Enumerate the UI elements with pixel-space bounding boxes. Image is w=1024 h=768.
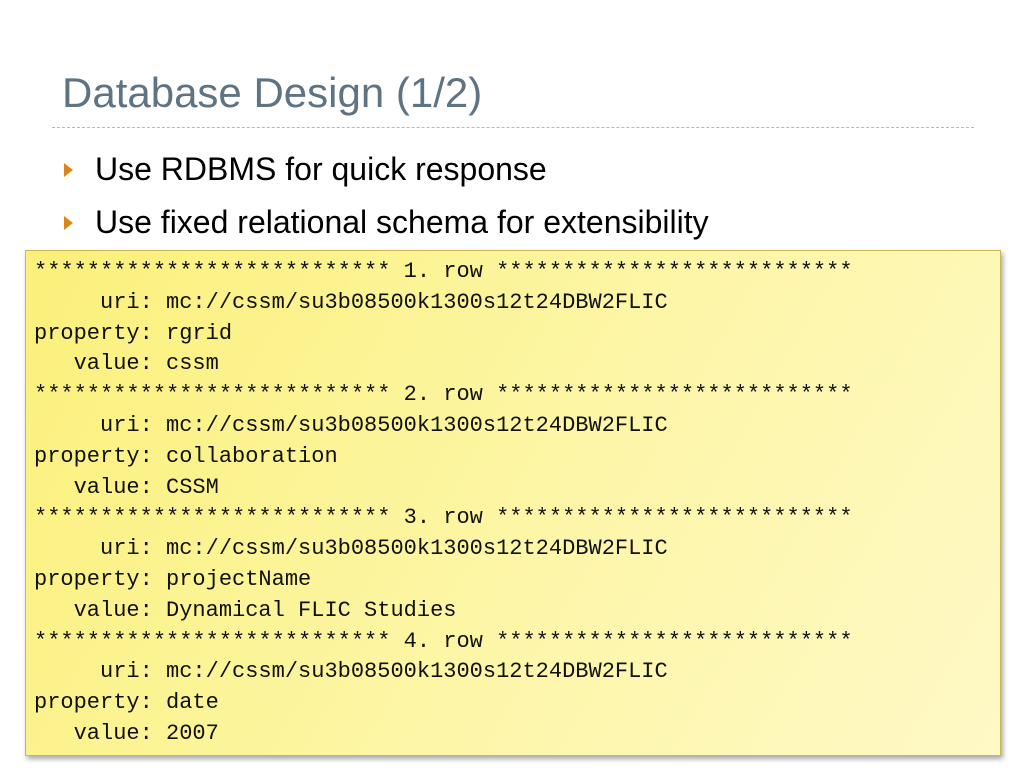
code-line: value: 2007 [34, 720, 219, 746]
triangle-right-icon [64, 215, 73, 230]
code-line: uri: mc://cssm/su3b08500k1300s12t24DBW2F… [34, 412, 668, 438]
code-line: property: collaboration [34, 443, 338, 469]
bullet-item: Use RDBMS for quick response [62, 143, 709, 196]
triangle-right-icon [64, 162, 73, 177]
code-line: uri: mc://cssm/su3b08500k1300s12t24DBW2F… [34, 659, 668, 685]
slide-title: Database Design (1/2) [62, 69, 483, 116]
code-line: *************************** 4. row *****… [34, 628, 853, 654]
code-line: *************************** 2. row *****… [34, 382, 853, 408]
bullet-list: Use RDBMS for quick response Use fixed r… [62, 143, 709, 249]
code-line: *************************** 3. row *****… [34, 505, 853, 531]
query-output-box: *************************** 1. row *****… [25, 250, 1001, 756]
code-line: value: Dynamical FLIC Studies [34, 597, 457, 623]
bullet-text: Use RDBMS for quick response [95, 151, 547, 187]
code-line: value: CSSM [34, 474, 219, 500]
code-line: uri: mc://cssm/su3b08500k1300s12t24DBW2F… [34, 536, 668, 562]
code-line: uri: mc://cssm/su3b08500k1300s12t24DBW2F… [34, 289, 668, 315]
bullet-text: Use fixed relational schema for extensib… [95, 204, 709, 240]
query-output-lines: *************************** 1. row *****… [34, 257, 853, 750]
code-line: *************************** 1. row *****… [34, 259, 853, 284]
title-divider [52, 127, 974, 128]
code-line: property: projectName [34, 566, 312, 592]
code-line: property: date [34, 690, 219, 716]
code-line: property: rgrid [34, 320, 233, 346]
code-line: value: cssm [34, 351, 219, 377]
bullet-item: Use fixed relational schema for extensib… [62, 196, 709, 249]
